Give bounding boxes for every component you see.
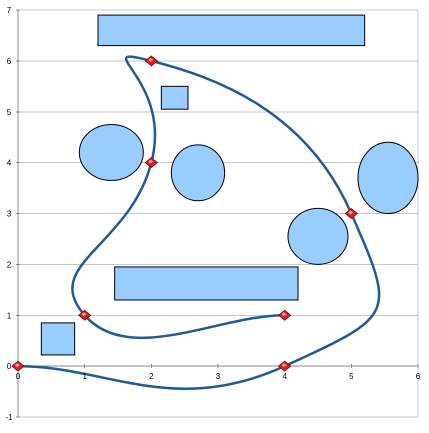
obstacle-rect	[97, 14, 366, 47]
x-tick-label: 0	[16, 372, 21, 381]
waypoint-marker	[278, 360, 292, 372]
grid-lines	[18, 9, 419, 418]
y-tick-label: 7	[7, 6, 12, 15]
y-tick-label: 1	[7, 311, 12, 320]
waypoint-marker	[344, 207, 358, 220]
tick-labels: 0 1 2 3 4 5 6 -1 0 1 2 3 4 5 6 7	[5, 6, 420, 422]
y-tick-label: 2	[7, 260, 12, 269]
waypoint-marker	[144, 157, 158, 169]
waypoint-marker	[11, 360, 25, 372]
waypoint-marker	[144, 55, 158, 67]
y-tick-label: 5	[7, 108, 12, 117]
x-tick-label: 6	[416, 372, 421, 381]
x-tick-label: 4	[282, 372, 287, 381]
obstacle-ellipse	[357, 141, 419, 214]
x-tick-label: 3	[216, 372, 221, 381]
obstacle-ellipse	[170, 144, 226, 202]
waypoint-marker	[78, 309, 92, 321]
obstacle-ellipse	[287, 207, 349, 265]
waypoint-marker	[278, 309, 292, 321]
y-tick-label: 6	[7, 57, 12, 66]
y-tick-label: 4	[7, 159, 12, 168]
obstacle-rect	[160, 85, 189, 110]
waypoints	[11, 55, 358, 372]
x-tick-label: 2	[149, 372, 154, 381]
obstacle-rect	[114, 266, 299, 301]
x-tick-label: 5	[349, 372, 354, 381]
obstacles	[40, 14, 419, 356]
x-tick-label: 1	[82, 372, 87, 381]
y-tick-label: 3	[7, 210, 12, 219]
y-tick-label: -1	[5, 413, 13, 422]
obstacle-rect	[40, 322, 76, 356]
y-tick-label: 0	[7, 362, 12, 371]
obstacle-ellipse	[78, 123, 144, 181]
